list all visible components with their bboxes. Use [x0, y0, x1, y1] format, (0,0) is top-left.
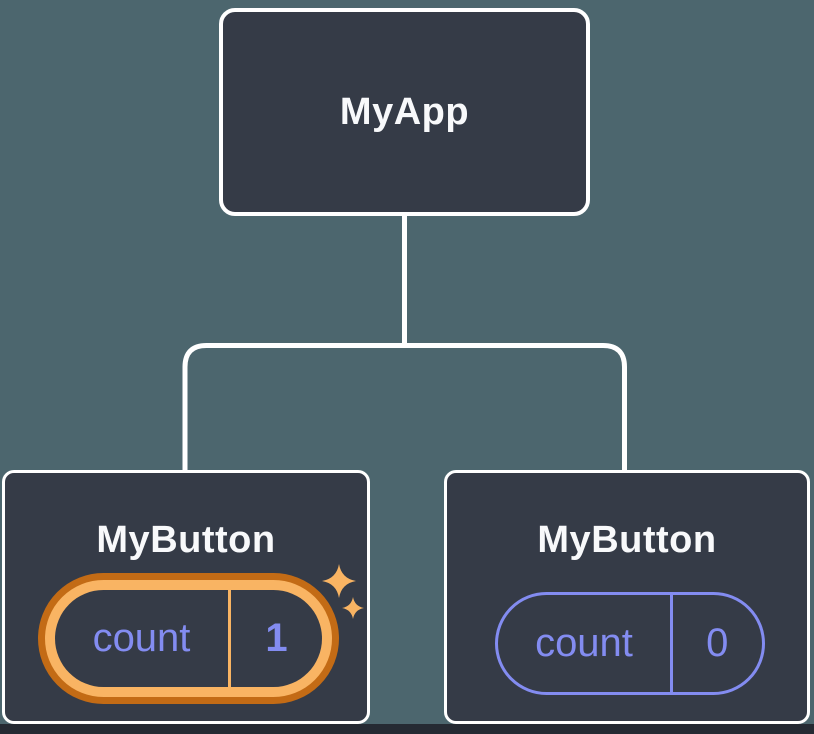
node-myapp-label: MyApp — [339, 90, 470, 133]
state-key-label: count — [535, 621, 633, 665]
node-mybutton-right: MyButton count 0 — [444, 470, 810, 724]
state-value: 0 — [706, 621, 729, 665]
bottom-strip — [0, 724, 814, 734]
state-pill-plain: count 0 — [495, 592, 765, 695]
node-myapp: MyApp — [219, 8, 590, 216]
state-key-label: count — [92, 616, 191, 660]
state-value: 1 — [265, 616, 288, 660]
state-pill-highlighted: count 1 — [38, 573, 339, 704]
node-mybutton-left: MyButton count 1 — [2, 470, 370, 724]
node-mybutton-left-label: MyButton — [96, 519, 276, 561]
node-mybutton-right-label: MyButton — [537, 519, 717, 561]
state-pill-divider — [670, 595, 673, 692]
state-pill-inner: count 1 — [55, 590, 322, 687]
state-pill-divider — [228, 590, 231, 687]
sparkle-icon — [322, 564, 364, 619]
